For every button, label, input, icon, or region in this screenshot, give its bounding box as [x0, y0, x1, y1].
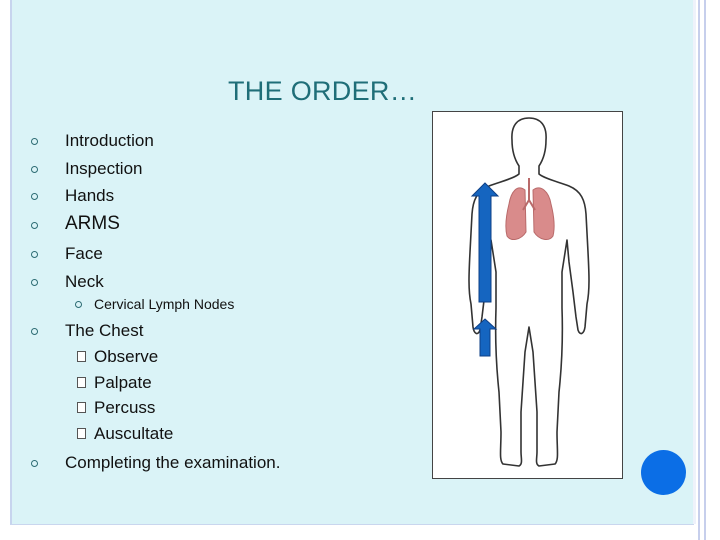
ring-bullet-icon: [31, 193, 38, 200]
list-item: Introduction: [65, 131, 154, 150]
up-arrow-icon: [472, 318, 498, 357]
list-item: Auscultate: [94, 424, 174, 443]
list-item: Percuss: [94, 398, 156, 417]
list-item: Inspection: [65, 159, 143, 178]
ring-bullet-icon: [75, 301, 82, 308]
list-item: Completing the examination.: [65, 453, 281, 472]
list-item: Cervical Lymph Nodes: [94, 296, 235, 312]
slide-decoration-dot: [641, 450, 686, 495]
arrow-group: [470, 182, 500, 357]
right-border-rule: [704, 0, 706, 540]
right-border-rule: [693, 0, 696, 524]
lungs-icon: [505, 178, 555, 240]
left-border-rule: [10, 0, 12, 524]
ring-bullet-icon: [31, 460, 38, 467]
ring-bullet-icon: [31, 166, 38, 173]
list-item: Observe: [94, 347, 159, 366]
ring-bullet-icon: [31, 222, 38, 229]
checkbox-bullet-icon: [77, 377, 86, 388]
list-item: Hands: [65, 186, 115, 205]
right-border-rule: [698, 0, 700, 540]
list-item: Face: [65, 244, 103, 263]
ring-bullet-icon: [31, 138, 38, 145]
slide-title: THE ORDER…: [228, 76, 418, 106]
body-diagram: [432, 111, 623, 479]
ring-bullet-icon: [31, 279, 38, 286]
list-item: The Chest: [65, 321, 144, 340]
checkbox-bullet-icon: [77, 402, 86, 413]
list-item: ARMS: [65, 213, 120, 234]
checkbox-bullet-icon: [77, 351, 86, 362]
list-item: Neck: [65, 272, 104, 291]
ring-bullet-icon: [31, 251, 38, 258]
checkbox-bullet-icon: [77, 428, 86, 439]
list-item: Palpate: [94, 373, 152, 392]
up-arrow-icon: [470, 182, 500, 303]
ring-bullet-icon: [31, 328, 38, 335]
human-body-outline: [468, 117, 590, 467]
